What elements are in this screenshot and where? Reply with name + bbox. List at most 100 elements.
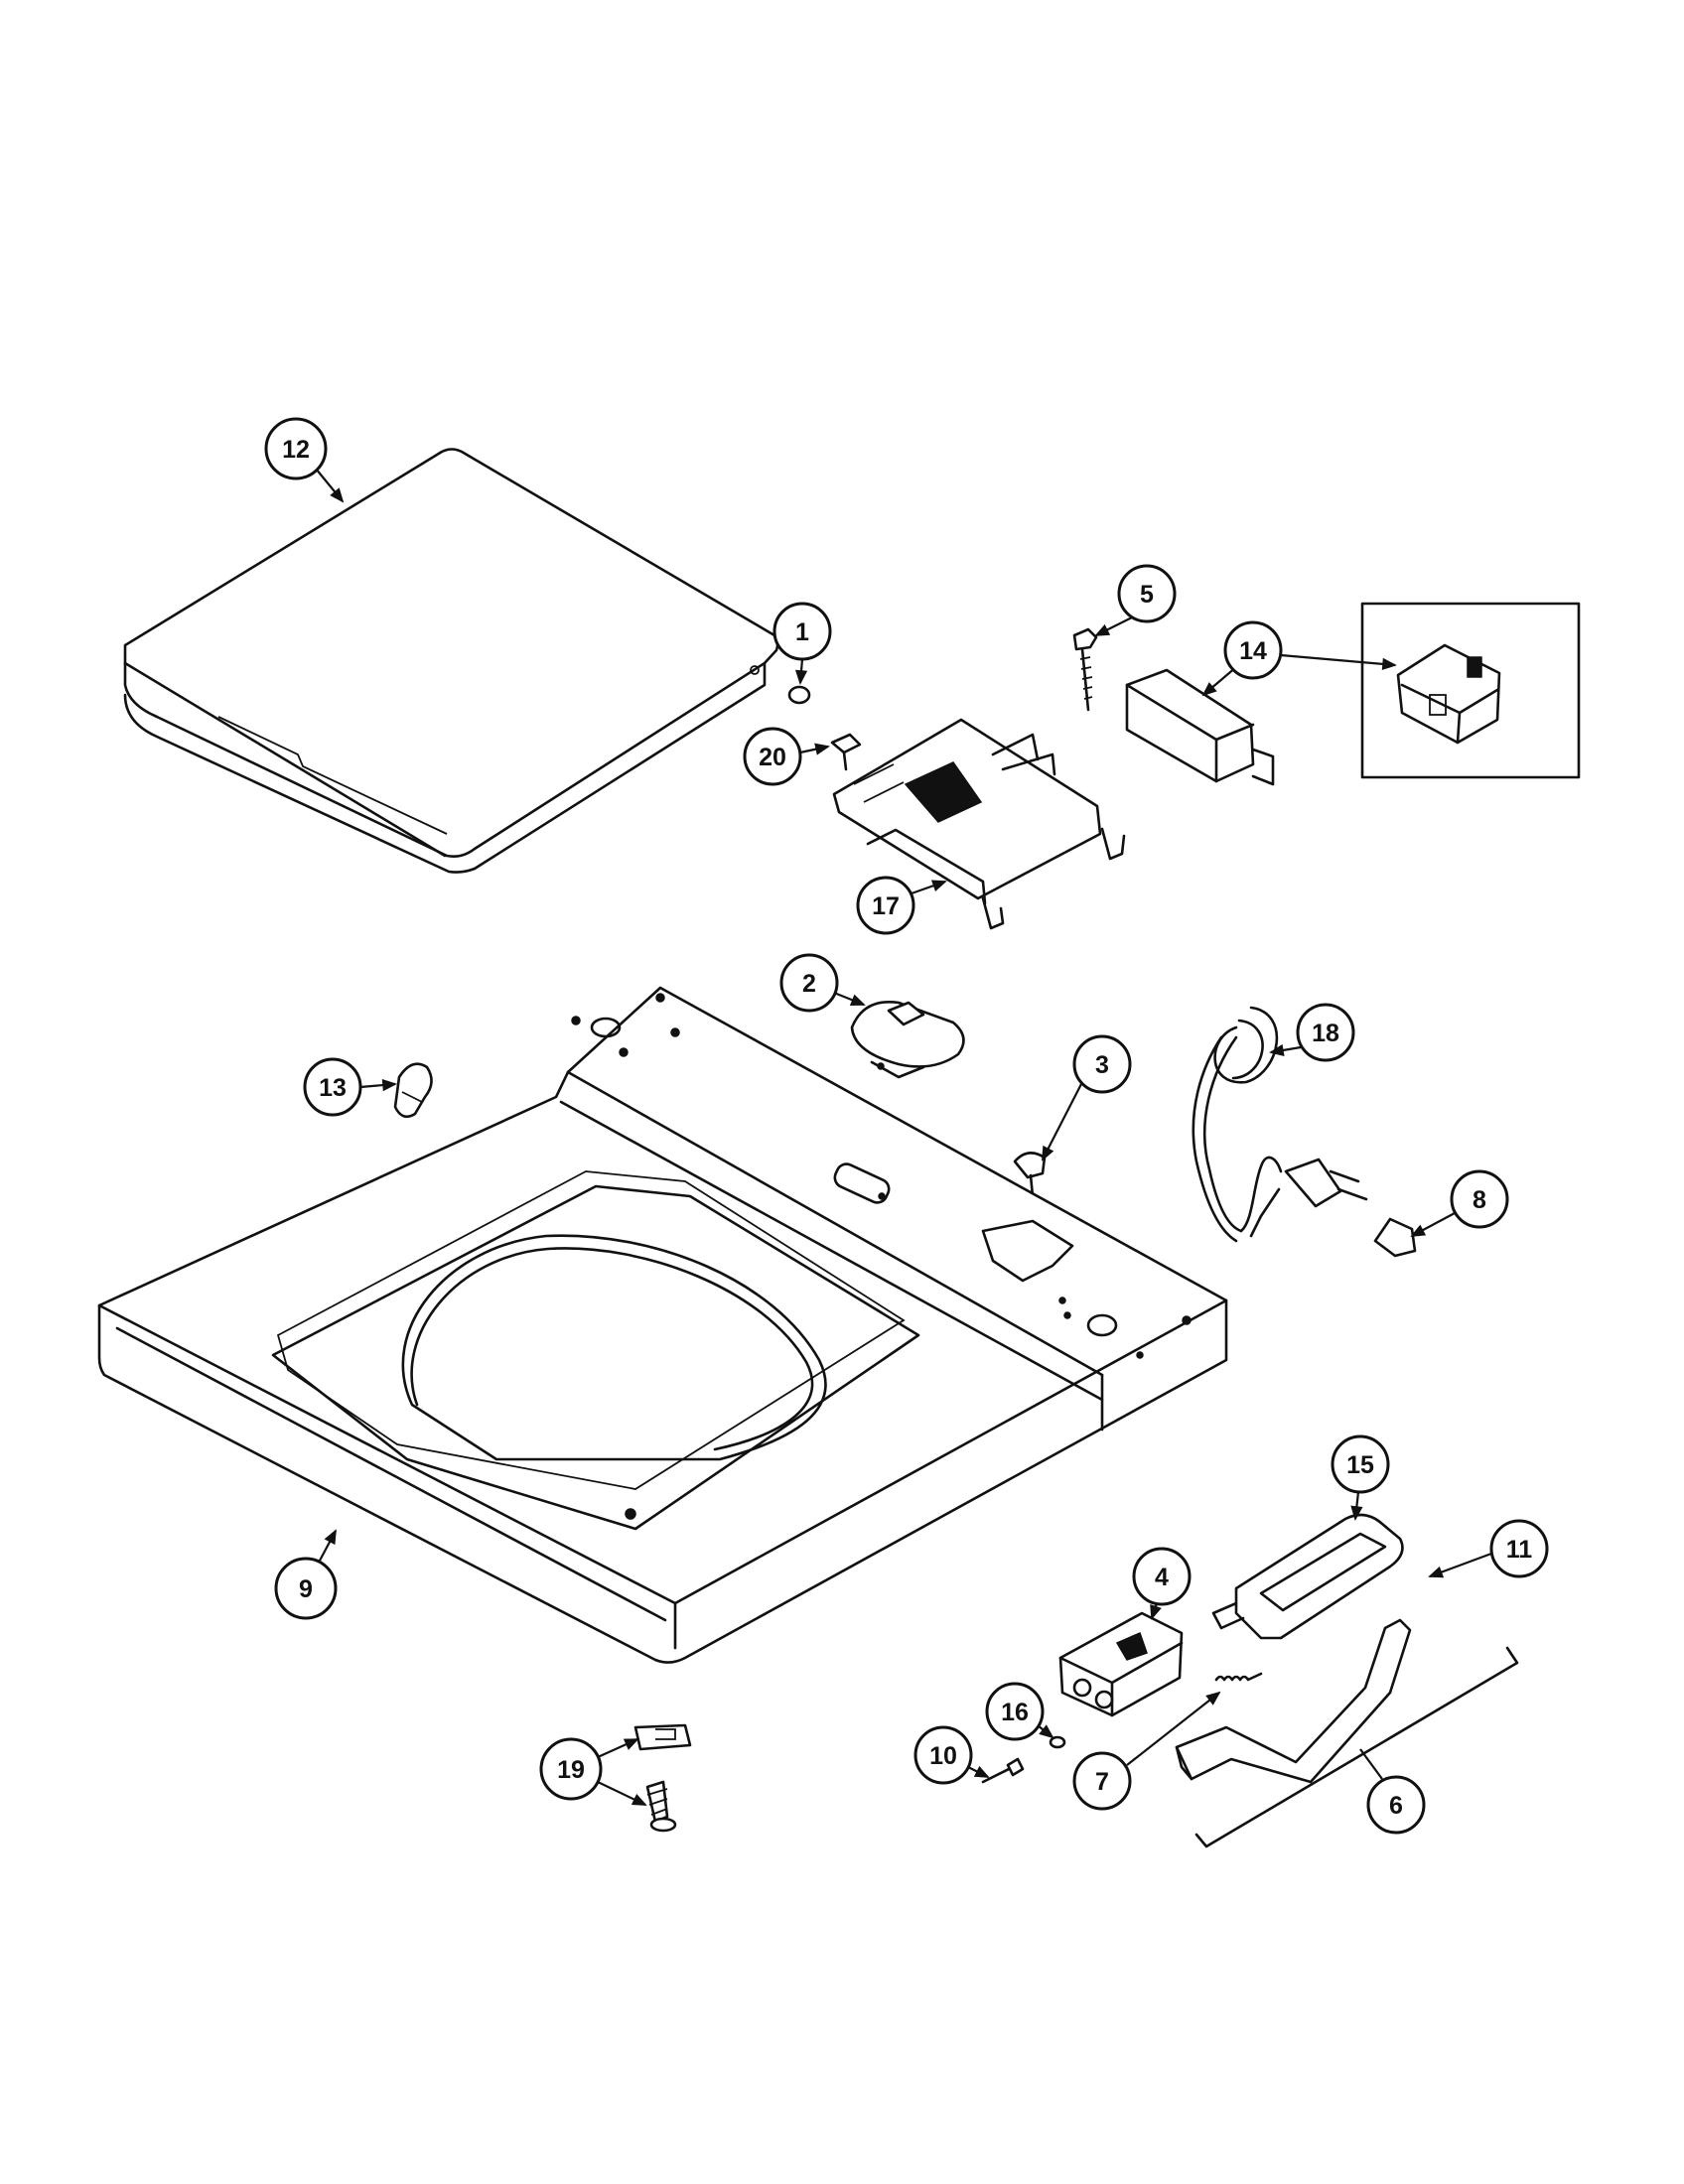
bracket-icon — [832, 718, 1126, 930]
callout-label: 2 — [802, 970, 816, 998]
callout-label: 14 — [1239, 637, 1267, 665]
callout-circle — [772, 602, 832, 661]
arrowhead-9 — [324, 1529, 337, 1546]
clip-icon — [1373, 1217, 1417, 1258]
callout-circle — [913, 1725, 973, 1785]
callout-label: 17 — [872, 892, 900, 920]
callout-8: 8 — [1450, 1169, 1509, 1229]
callout-9: 9 — [274, 1557, 338, 1620]
screw-icon — [1072, 627, 1098, 712]
callout-label: 18 — [1312, 1020, 1339, 1047]
arrowhead-20 — [814, 743, 830, 755]
actuator-icon — [1211, 1513, 1404, 1640]
callout-label: 12 — [282, 436, 310, 464]
switch-assembly-icon — [1058, 1611, 1184, 1717]
callout-3: 3 — [1072, 1034, 1132, 1094]
tiny-screw-icon — [1049, 1735, 1066, 1749]
callout-circle — [985, 1682, 1045, 1741]
push-button-icon — [1013, 1152, 1047, 1198]
callout-circle — [743, 727, 802, 786]
callout-circle — [1331, 1434, 1390, 1494]
callout-16: 16 — [985, 1682, 1045, 1741]
leader-line-14-b — [1280, 653, 1396, 667]
small-screw-icon — [830, 733, 862, 771]
callout-12: 12 — [264, 417, 328, 480]
callout-5: 5 — [1117, 564, 1177, 623]
leader-line-7 — [1126, 1692, 1220, 1766]
callout-circle — [1072, 1751, 1132, 1811]
screw-small-icon — [981, 1757, 1025, 1784]
callout-17: 17 — [856, 876, 915, 935]
callout-1: 1 — [772, 602, 832, 661]
callout-label: 16 — [1001, 1699, 1029, 1726]
callout-15: 15 — [1331, 1434, 1390, 1494]
callout-circle — [1296, 1003, 1355, 1062]
lid-switch-icon — [1125, 668, 1275, 786]
lid-panel-icon — [123, 448, 779, 874]
leader-line-6 — [1359, 1748, 1383, 1780]
callout-label: 5 — [1140, 581, 1154, 609]
callout-circle — [303, 1057, 362, 1117]
callout-label: 11 — [1506, 1536, 1533, 1564]
callout-circle — [856, 876, 915, 935]
callout-label: 1 — [795, 618, 809, 646]
arrowhead-19 — [623, 1738, 639, 1750]
arrowhead-3 — [1042, 1145, 1054, 1161]
leader-lines — [315, 468, 1492, 1806]
callout-label: 3 — [1095, 1051, 1109, 1079]
arrowhead-5 — [1094, 623, 1111, 636]
arrowhead-18 — [1269, 1043, 1285, 1056]
arrowhead-17 — [930, 880, 947, 892]
callout-label: 10 — [929, 1742, 957, 1770]
callout-circle — [1223, 620, 1283, 680]
callout-14: 14 — [1223, 620, 1283, 680]
callout-20: 20 — [743, 727, 802, 786]
bumper-icon — [787, 685, 811, 705]
top-panel-icon — [97, 986, 1228, 1664]
callout-2: 2 — [779, 953, 839, 1013]
arrowhead-7 — [1205, 1691, 1221, 1706]
arrowhead-13 — [381, 1078, 397, 1092]
arrowhead-12 — [330, 487, 345, 503]
callout-19: 19 — [539, 1737, 603, 1801]
callout-circle — [1489, 1519, 1549, 1578]
callout-circle — [1132, 1547, 1192, 1606]
arrowhead-14 — [1201, 682, 1217, 697]
callout-label: 15 — [1346, 1451, 1374, 1479]
callout-label: 13 — [319, 1074, 347, 1102]
arrowhead-15 — [1350, 1505, 1363, 1521]
plug-icon — [393, 1062, 433, 1119]
arrowhead-4 — [1150, 1603, 1162, 1620]
arrowhead-14-b — [1381, 657, 1397, 670]
callout-circle — [274, 1557, 338, 1620]
lever-icon — [1175, 1618, 1412, 1784]
callout-label: 20 — [759, 744, 786, 771]
arrowhead-16 — [1039, 1724, 1054, 1739]
assembly-bracket-line — [1194, 1646, 1519, 1848]
arrowhead-2 — [849, 994, 866, 1006]
callout-4: 4 — [1132, 1547, 1192, 1606]
callout-circle — [1450, 1169, 1509, 1229]
arrowhead-8 — [1410, 1224, 1427, 1237]
callout-circle — [1117, 564, 1177, 623]
callout-circle — [1072, 1034, 1132, 1094]
callout-7: 7 — [1072, 1751, 1132, 1811]
callout-13: 13 — [303, 1057, 362, 1117]
leader-line-3 — [1042, 1081, 1083, 1160]
callout-circle — [539, 1737, 603, 1801]
spring-icon — [1214, 1672, 1263, 1682]
arrowhead-1 — [794, 669, 808, 685]
arrowhead-19-b — [631, 1793, 647, 1806]
callout-label: 19 — [557, 1756, 585, 1784]
fastener-icon — [633, 1723, 692, 1833]
inset-box — [1360, 602, 1581, 779]
arrowhead-11 — [1428, 1566, 1445, 1578]
callout-label: 7 — [1095, 1768, 1109, 1796]
power-cord-icon — [1192, 1006, 1368, 1243]
callout-label: 9 — [299, 1575, 313, 1603]
callout-11: 11 — [1489, 1519, 1549, 1578]
callout-circle — [264, 417, 328, 480]
callout-circle — [779, 953, 839, 1013]
